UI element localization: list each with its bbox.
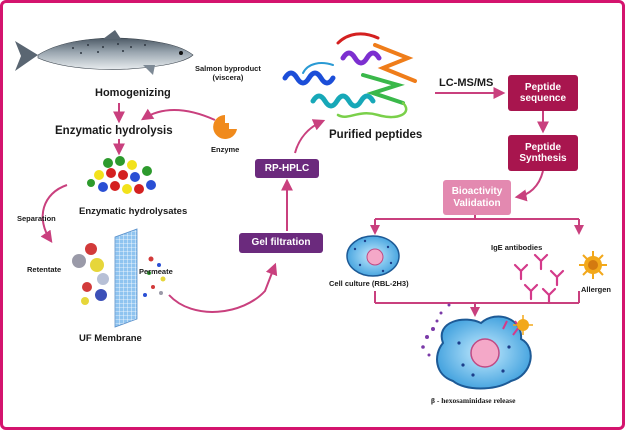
enzyme-icon [213, 115, 237, 139]
uf-membrane-image [114, 228, 138, 328]
salmon-fish-image [15, 30, 194, 75]
bioactivity-line2: Validation [453, 197, 501, 209]
peptide-synthesis-line2: Synthesis [519, 153, 567, 164]
permeate-label: Permeate [139, 267, 173, 276]
cell-culture-image [346, 235, 400, 277]
permeate-particles [143, 256, 166, 297]
rp-hplc-box: RP-HPLC [255, 159, 319, 178]
peptide-sequence-line1: Peptide [524, 81, 562, 93]
ige-antibodies-image [513, 253, 565, 305]
arrow-to-gel-filtration [168, 262, 278, 313]
enzyme-label: Enzyme [211, 145, 240, 154]
allergen-label: Allergen [581, 285, 612, 294]
degranulation-cell-image [421, 303, 533, 390]
protein-structure-image [282, 32, 417, 119]
salmon-byproduct-label: Salmon byproduct (viscera) [195, 64, 261, 82]
allergen-image [579, 251, 607, 279]
salmon-byproduct-line2: (viscera) [212, 72, 244, 82]
bioactivity-line1: Bioactivity [451, 186, 503, 197]
peptide-sequence-line2: sequence [519, 93, 567, 104]
hydrolysate-cluster-image [87, 156, 156, 194]
arrow-enzyme [140, 108, 216, 121]
arrow-to-bioactivity [514, 170, 544, 202]
separation-label: Separation [17, 214, 56, 223]
arrow-to-purified [294, 119, 326, 154]
retentate-label: Retentate [27, 265, 62, 274]
ige-antibodies-label: IgE antibodies [491, 243, 543, 252]
peptide-synthesis-line1: Peptide [524, 141, 562, 153]
enzymatic-hydrolysis-label: Enzymatic hydrolysis [55, 125, 173, 137]
salmon-byproduct-line1: Salmon byproduct [195, 64, 261, 73]
homogenizing-label: Homogenizing [95, 87, 171, 99]
purified-peptides-label: Purified peptides [329, 129, 423, 141]
enzymatic-hydrolysates-label: Enzymatic hydrolysates [79, 206, 188, 217]
uf-membrane-label: UF Membrane [79, 333, 142, 344]
retentate-particles [72, 243, 109, 305]
gel-filtration-box: Gel filtration [239, 233, 323, 253]
peptide-synthesis-box: Peptide Synthesis [508, 135, 578, 171]
arrow-separation [40, 184, 68, 243]
diagram-graphics [15, 30, 607, 390]
cell-culture-label: Cell culture (RBL-2H3) [329, 279, 409, 288]
lc-ms-ms-label: LC-MS/MS [439, 77, 494, 89]
bioactivity-validation-box: Bioactivity Validation [443, 180, 511, 215]
peptide-sequence-box: Peptide sequence [508, 75, 578, 111]
hexosaminidase-label: β - hexosaminidase release [431, 396, 516, 405]
